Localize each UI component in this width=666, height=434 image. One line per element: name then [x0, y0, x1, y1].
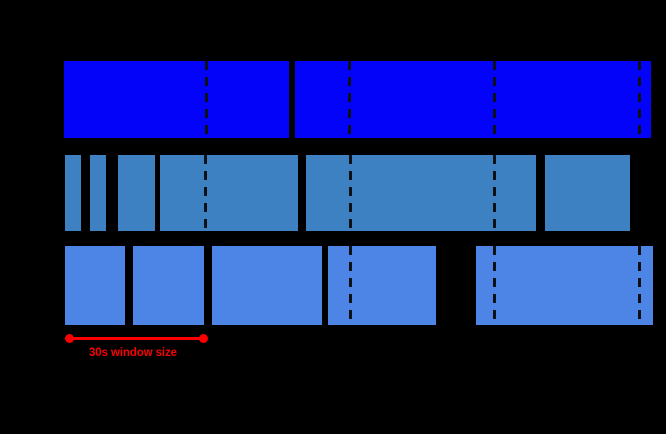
window-boundary-dashed-line: [349, 155, 352, 231]
track-middle: [0, 155, 666, 231]
bar-segment: [64, 61, 289, 138]
window-boundary-dashed-line: [638, 246, 641, 325]
bar-segment: [118, 155, 155, 231]
bar-segment: [90, 155, 106, 231]
measure-endpoint-dot-right: [199, 334, 208, 343]
bar-segment: [65, 246, 125, 325]
window-boundary-dashed-line: [204, 155, 207, 231]
window-boundary-dashed-line: [493, 155, 496, 231]
bar-segment: [160, 155, 298, 231]
bar-segment: [133, 246, 204, 325]
window-boundary-dashed-line: [349, 246, 352, 325]
bar-segment: [295, 61, 651, 138]
bar-segment: [545, 155, 630, 231]
window-size-measure-line: [69, 337, 203, 340]
window-boundary-dashed-line: [493, 61, 496, 138]
bar-segment: [212, 246, 322, 325]
window-boundary-dashed-line: [493, 246, 496, 325]
window-boundary-dashed-line: [205, 61, 208, 138]
bar-segment: [65, 155, 81, 231]
track-bottom: [0, 246, 666, 325]
track-top: [0, 61, 666, 138]
bar-segment: [476, 246, 653, 325]
measure-endpoint-dot-left: [65, 334, 74, 343]
window-size-label: 30s window size: [89, 347, 177, 359]
bar-segment: [328, 246, 436, 325]
window-boundary-dashed-line: [638, 61, 641, 138]
bar-segment: [306, 155, 536, 231]
window-boundary-dashed-line: [348, 61, 351, 138]
